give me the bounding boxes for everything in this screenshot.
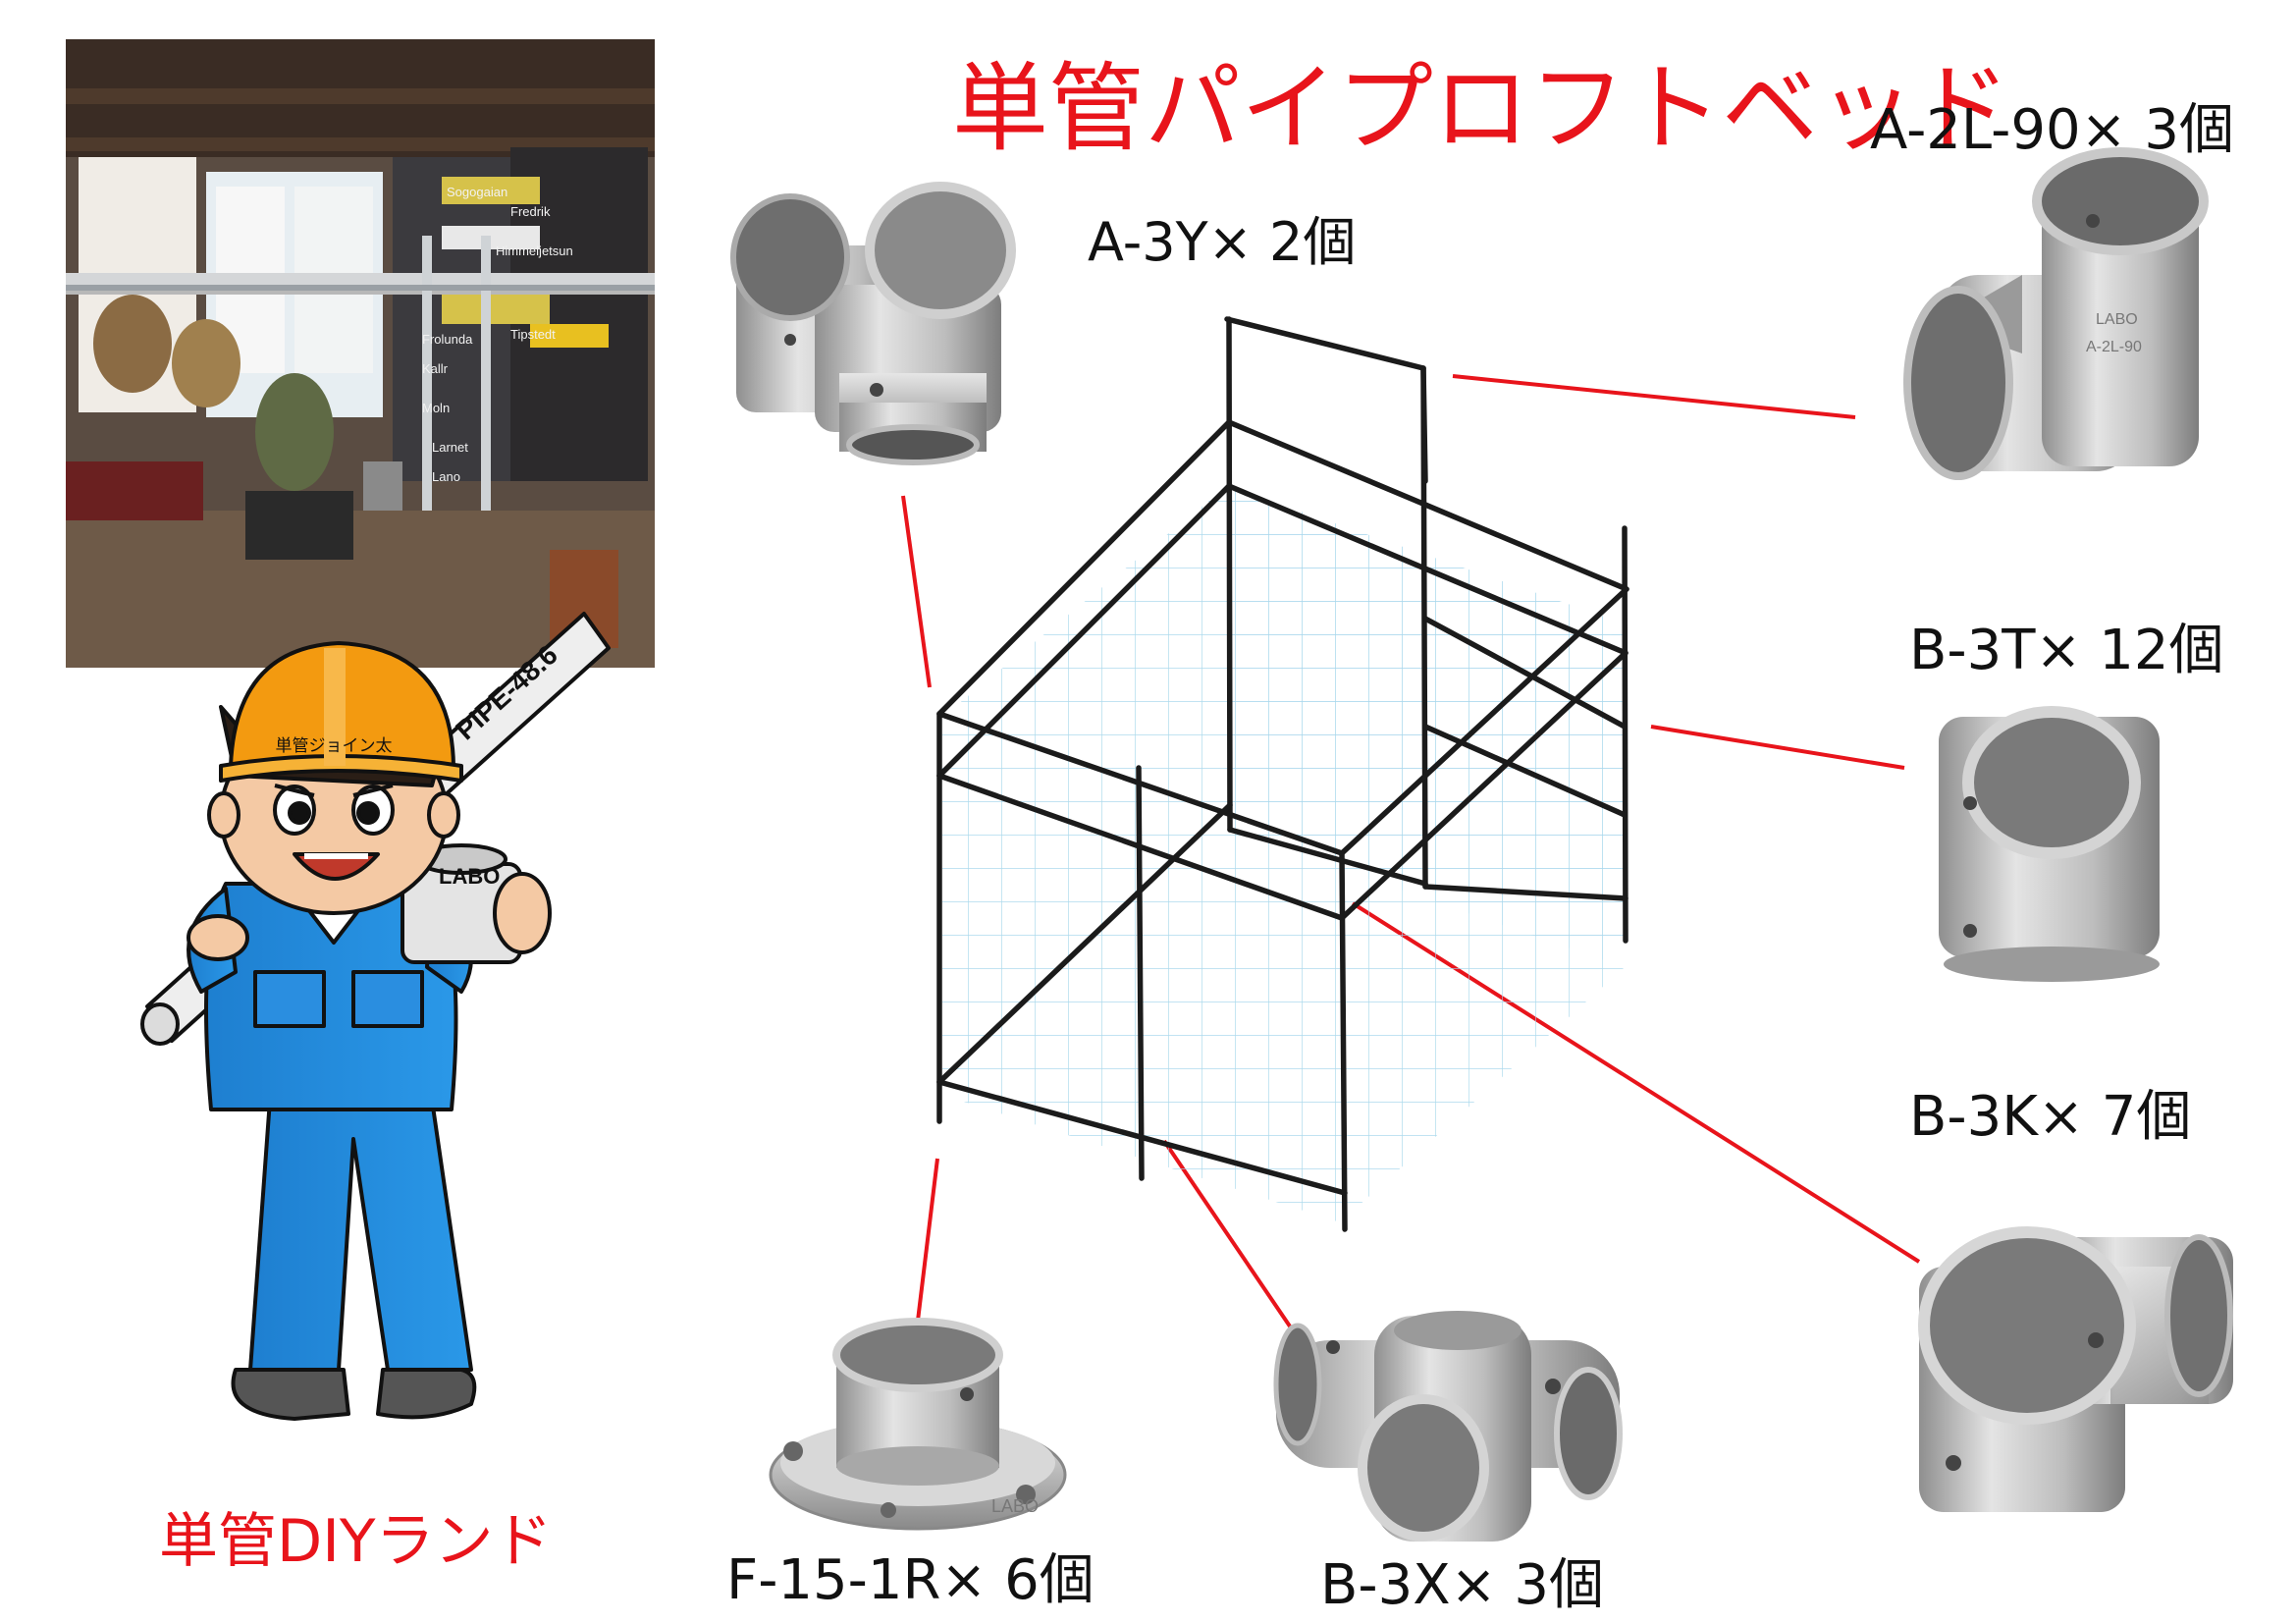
part-code: A-3Y — [1088, 211, 1208, 273]
floor-flange-fitting-icon: LABO — [769, 1318, 1067, 1531]
part-quantity: × 6個 — [940, 1548, 1095, 1612]
page-title: 単管パイプロフトベッド — [952, 53, 2011, 165]
helmet-label: 単管ジョイン太 — [276, 736, 393, 756]
part-label-a-3y: A-3Y× 2個 — [1088, 216, 1356, 269]
photo-sign: Larnet — [432, 440, 468, 455]
photo-sign: Moln — [422, 401, 450, 415]
flange-labo-mark: LABO — [991, 1496, 1039, 1516]
three-way-k-fitting-icon — [1918, 1226, 2233, 1512]
elbow-90-fitting-icon: LABO A-2L-90 — [1903, 147, 2209, 480]
mascot-worker: PIPE-48.6 LABO — [140, 612, 611, 1421]
loft-bed-frame-sketch — [936, 316, 1629, 1232]
part-code: A-2L-90 — [1870, 98, 2081, 162]
photo-sign: Frolunda — [422, 332, 473, 347]
part-label-a-2l-90: A-2L-90× 3個 — [1870, 103, 2234, 158]
leader-line — [916, 1158, 939, 1322]
photo-sign: Sogogaian — [447, 185, 507, 199]
brand-name: 単管DIYランド — [159, 1507, 553, 1576]
part-label-f-15-1r: F-15-1R× 6個 — [726, 1553, 1095, 1608]
part-quantity: × 12個 — [2035, 619, 2224, 682]
cross-fitting-icon — [1273, 1311, 1623, 1542]
photo-sign: Kallr — [422, 361, 449, 376]
leader-line — [1650, 725, 1905, 770]
part-code: B-3K — [1909, 1085, 2038, 1149]
part-quantity: × 2個 — [1207, 211, 1357, 273]
part-quantity: × 3個 — [1450, 1553, 1604, 1617]
photo-sign: Tipstedt — [510, 327, 556, 342]
part-label-b-3k: B-3K× 7個 — [1909, 1090, 2191, 1145]
part-quantity: × 7個 — [2037, 1085, 2192, 1149]
held-fitting-label: LABO — [439, 864, 500, 889]
held-fitting: LABO — [400, 843, 522, 964]
leader-line — [1162, 1139, 1303, 1344]
leader-line — [1452, 374, 1856, 419]
part-label-b-3t: B-3T× 12個 — [1909, 623, 2223, 678]
elbow-code-mark: A-2L-90 — [2086, 339, 2142, 355]
leader-line — [901, 495, 932, 688]
part-code: B-3X — [1320, 1553, 1451, 1617]
part-code: B-3T — [1909, 619, 2036, 682]
three-way-corner-fitting-icon — [730, 182, 1016, 465]
part-quantity: × 3個 — [2080, 98, 2234, 162]
photo-sign: Himmeljetsun — [496, 244, 573, 258]
photo-sign: Lano — [432, 469, 460, 484]
tee-fitting-icon — [1939, 706, 2160, 982]
loft-bed-photo: Sogogaian Fredrik Himmeljetsun Frolunda … — [66, 39, 655, 668]
photo-sign: Fredrik — [510, 204, 551, 219]
elbow-labo-mark: LABO — [2096, 311, 2138, 328]
part-label-b-3x: B-3X× 3個 — [1320, 1558, 1604, 1613]
part-code: F-15-1R — [726, 1548, 941, 1612]
